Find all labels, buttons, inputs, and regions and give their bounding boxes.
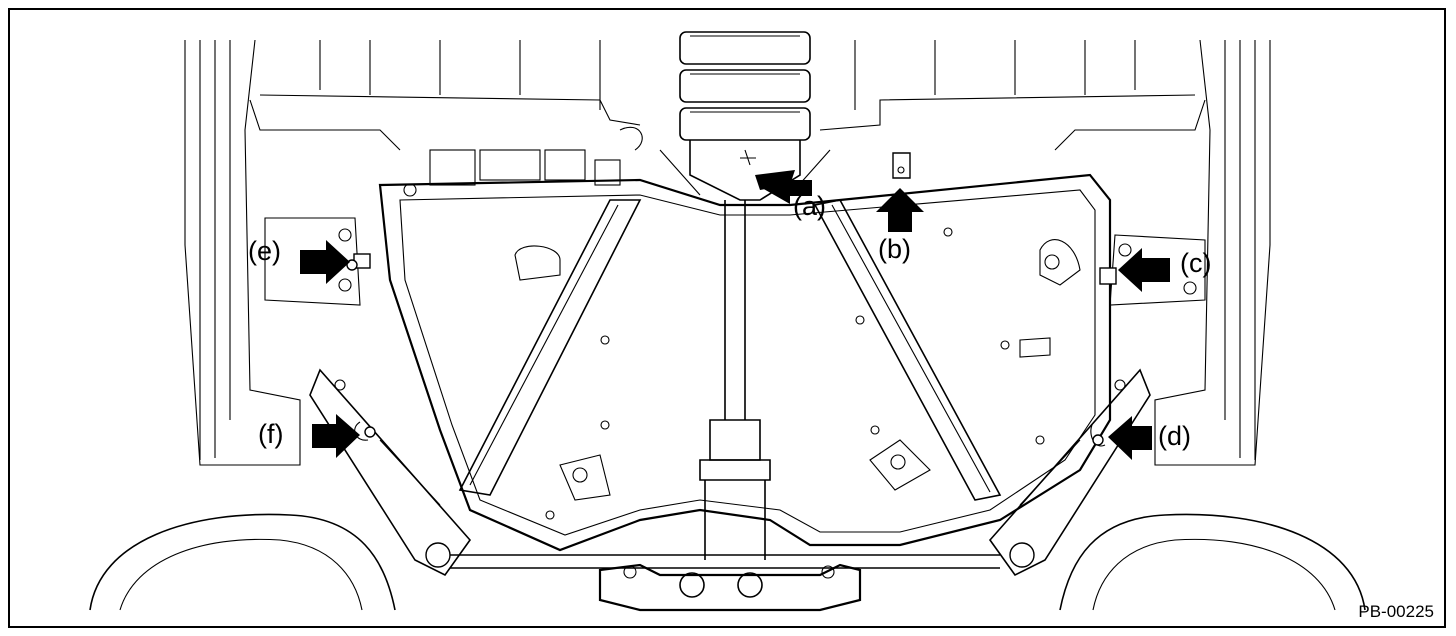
body-side-left xyxy=(184,39,641,466)
fuel-tank xyxy=(378,173,1112,552)
arrow-c-icon xyxy=(1118,248,1170,292)
clip-b xyxy=(892,152,911,179)
wheel-left xyxy=(89,513,396,611)
arrow-b-icon xyxy=(876,188,924,232)
figure-id-label: PB-00225 xyxy=(1358,602,1434,621)
callout-c-label: (c) xyxy=(1180,248,1212,278)
tank-straps xyxy=(458,199,1002,501)
callout-b-label: (b) xyxy=(878,234,911,264)
callout-f-label: (f) xyxy=(258,419,284,449)
wheel-right xyxy=(1059,513,1366,611)
arrow-e-icon xyxy=(300,240,350,284)
clip-e xyxy=(346,253,371,271)
clip-d xyxy=(1090,424,1106,447)
clip-c xyxy=(1099,267,1117,285)
exhaust-center-pipe xyxy=(659,31,831,201)
propeller-shaft xyxy=(699,200,771,560)
arrow-f-icon xyxy=(312,414,360,458)
bracket-left xyxy=(264,183,417,306)
diagram-frame xyxy=(8,8,1446,628)
callout-d-label: (d) xyxy=(1158,421,1191,451)
callout-a-label: (a) xyxy=(793,191,826,221)
arrow-d-icon xyxy=(1108,416,1152,460)
body-side-right xyxy=(819,39,1271,466)
harness-connectors xyxy=(429,126,643,186)
suspension-arm-left xyxy=(309,368,472,577)
clip-f xyxy=(354,421,376,441)
callout-e-label: (e) xyxy=(248,236,281,266)
suspension-arm-right xyxy=(988,368,1151,577)
arrow-a-icon xyxy=(762,172,812,204)
rear-differential xyxy=(450,554,1000,612)
